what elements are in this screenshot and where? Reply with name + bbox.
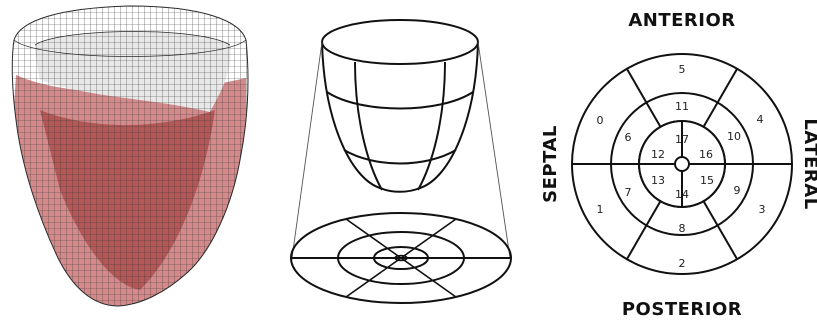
segment-label-11: 11 bbox=[675, 100, 689, 113]
paraboloid-model-illustration bbox=[291, 20, 511, 303]
segment-label-16: 16 bbox=[699, 148, 713, 161]
segment-label-8: 8 bbox=[679, 222, 686, 235]
segment-label-7: 7 bbox=[625, 186, 632, 199]
bullseye-disk-perspective bbox=[291, 213, 511, 303]
segment-label-12: 12 bbox=[651, 148, 665, 161]
segment-label-13: 13 bbox=[651, 174, 665, 187]
segment-label-6: 6 bbox=[625, 131, 632, 144]
segment-label-5: 5 bbox=[679, 63, 686, 76]
segment-label-14: 14 bbox=[675, 188, 689, 201]
direction-label-posterior: POSTERIOR bbox=[622, 299, 742, 320]
direction-label-septal: SEPTAL bbox=[540, 125, 561, 203]
segment-label-9: 9 bbox=[734, 184, 741, 197]
paraboloid-rim bbox=[322, 20, 478, 64]
segment-label-2: 2 bbox=[679, 257, 686, 270]
heart-mesh-illustration bbox=[0, 0, 260, 322]
segment-label-4: 4 bbox=[757, 113, 764, 126]
direction-label-lateral: LATERAL bbox=[800, 118, 817, 209]
bullseye-17-segment-diagram: 0 1 2 3 4 5 6 7 8 9 10 11 12 13 14 15 16… bbox=[540, 10, 817, 320]
segment-label-0: 0 bbox=[597, 114, 604, 127]
segment-label-3: 3 bbox=[759, 203, 766, 216]
segment-label-10: 10 bbox=[727, 130, 741, 143]
segment-label-15: 15 bbox=[700, 174, 714, 187]
segment-label-1: 1 bbox=[597, 203, 604, 216]
direction-label-anterior: ANTERIOR bbox=[628, 10, 735, 31]
segment-label-17: 17 bbox=[675, 133, 689, 146]
